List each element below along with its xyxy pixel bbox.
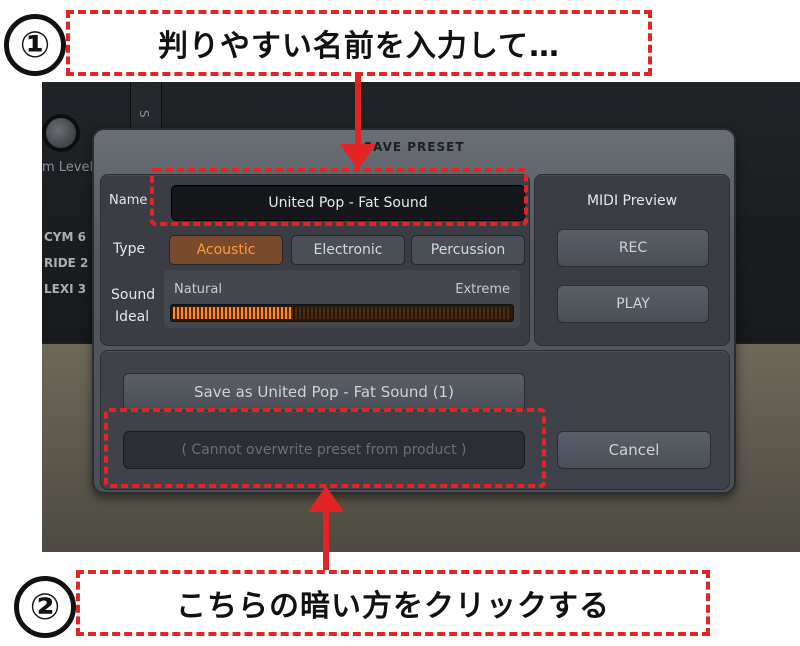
rec-button[interactable]: REC <box>557 229 709 267</box>
step-number-2: ② <box>14 576 76 638</box>
ideal-label: Ideal <box>115 309 150 325</box>
callout-1-text: 判りやすい名前を入力して… <box>66 10 652 76</box>
sound-ideal-meter[interactable]: Natural Extreme <box>164 270 520 328</box>
meter-bar <box>170 304 514 322</box>
side-label-ride: RIDE 2 <box>44 256 89 270</box>
dialog-title: SAVE PRESET <box>363 140 465 154</box>
midi-preview-panel: MIDI Preview REC PLAY <box>534 174 730 346</box>
vertical-label: S <box>137 110 151 118</box>
type-percussion-button[interactable]: Percussion <box>411 235 525 265</box>
type-electronic-button[interactable]: Electronic <box>291 235 405 265</box>
midi-preview-label: MIDI Preview <box>586 193 678 209</box>
preset-name-input[interactable]: United Pop - Fat Sound <box>171 185 525 221</box>
step-number-1: ① <box>4 14 66 76</box>
level-label: m Level <box>42 160 94 175</box>
type-label: Type <box>113 241 146 257</box>
meter-fill <box>173 307 291 319</box>
sound-label: Sound <box>111 287 156 303</box>
save-actions-panel: Save as United Pop - Fat Sound (1) ( Can… <box>100 350 730 490</box>
type-acoustic-button[interactable]: Acoustic <box>169 235 283 265</box>
side-label-lexi: LEXI 3 <box>44 282 87 296</box>
callout-2-text: こちらの暗い方をクリックする <box>76 570 710 636</box>
name-label: Name <box>109 193 148 208</box>
save-preset-dialog: SAVE PRESET Name United Pop - Fat Sound … <box>92 128 736 494</box>
meter-rest <box>291 307 511 319</box>
side-label-cym: CYM 6 <box>44 230 86 244</box>
play-button[interactable]: PLAY <box>557 285 709 323</box>
meter-extreme-label: Extreme <box>455 282 510 297</box>
cancel-button[interactable]: Cancel <box>557 431 711 469</box>
level-knob-icon <box>42 114 80 152</box>
save-as-button[interactable]: Save as United Pop - Fat Sound (1) <box>123 373 525 411</box>
meter-natural-label: Natural <box>174 282 222 297</box>
overwrite-button[interactable]: ( Cannot overwrite preset from product ) <box>123 431 525 469</box>
